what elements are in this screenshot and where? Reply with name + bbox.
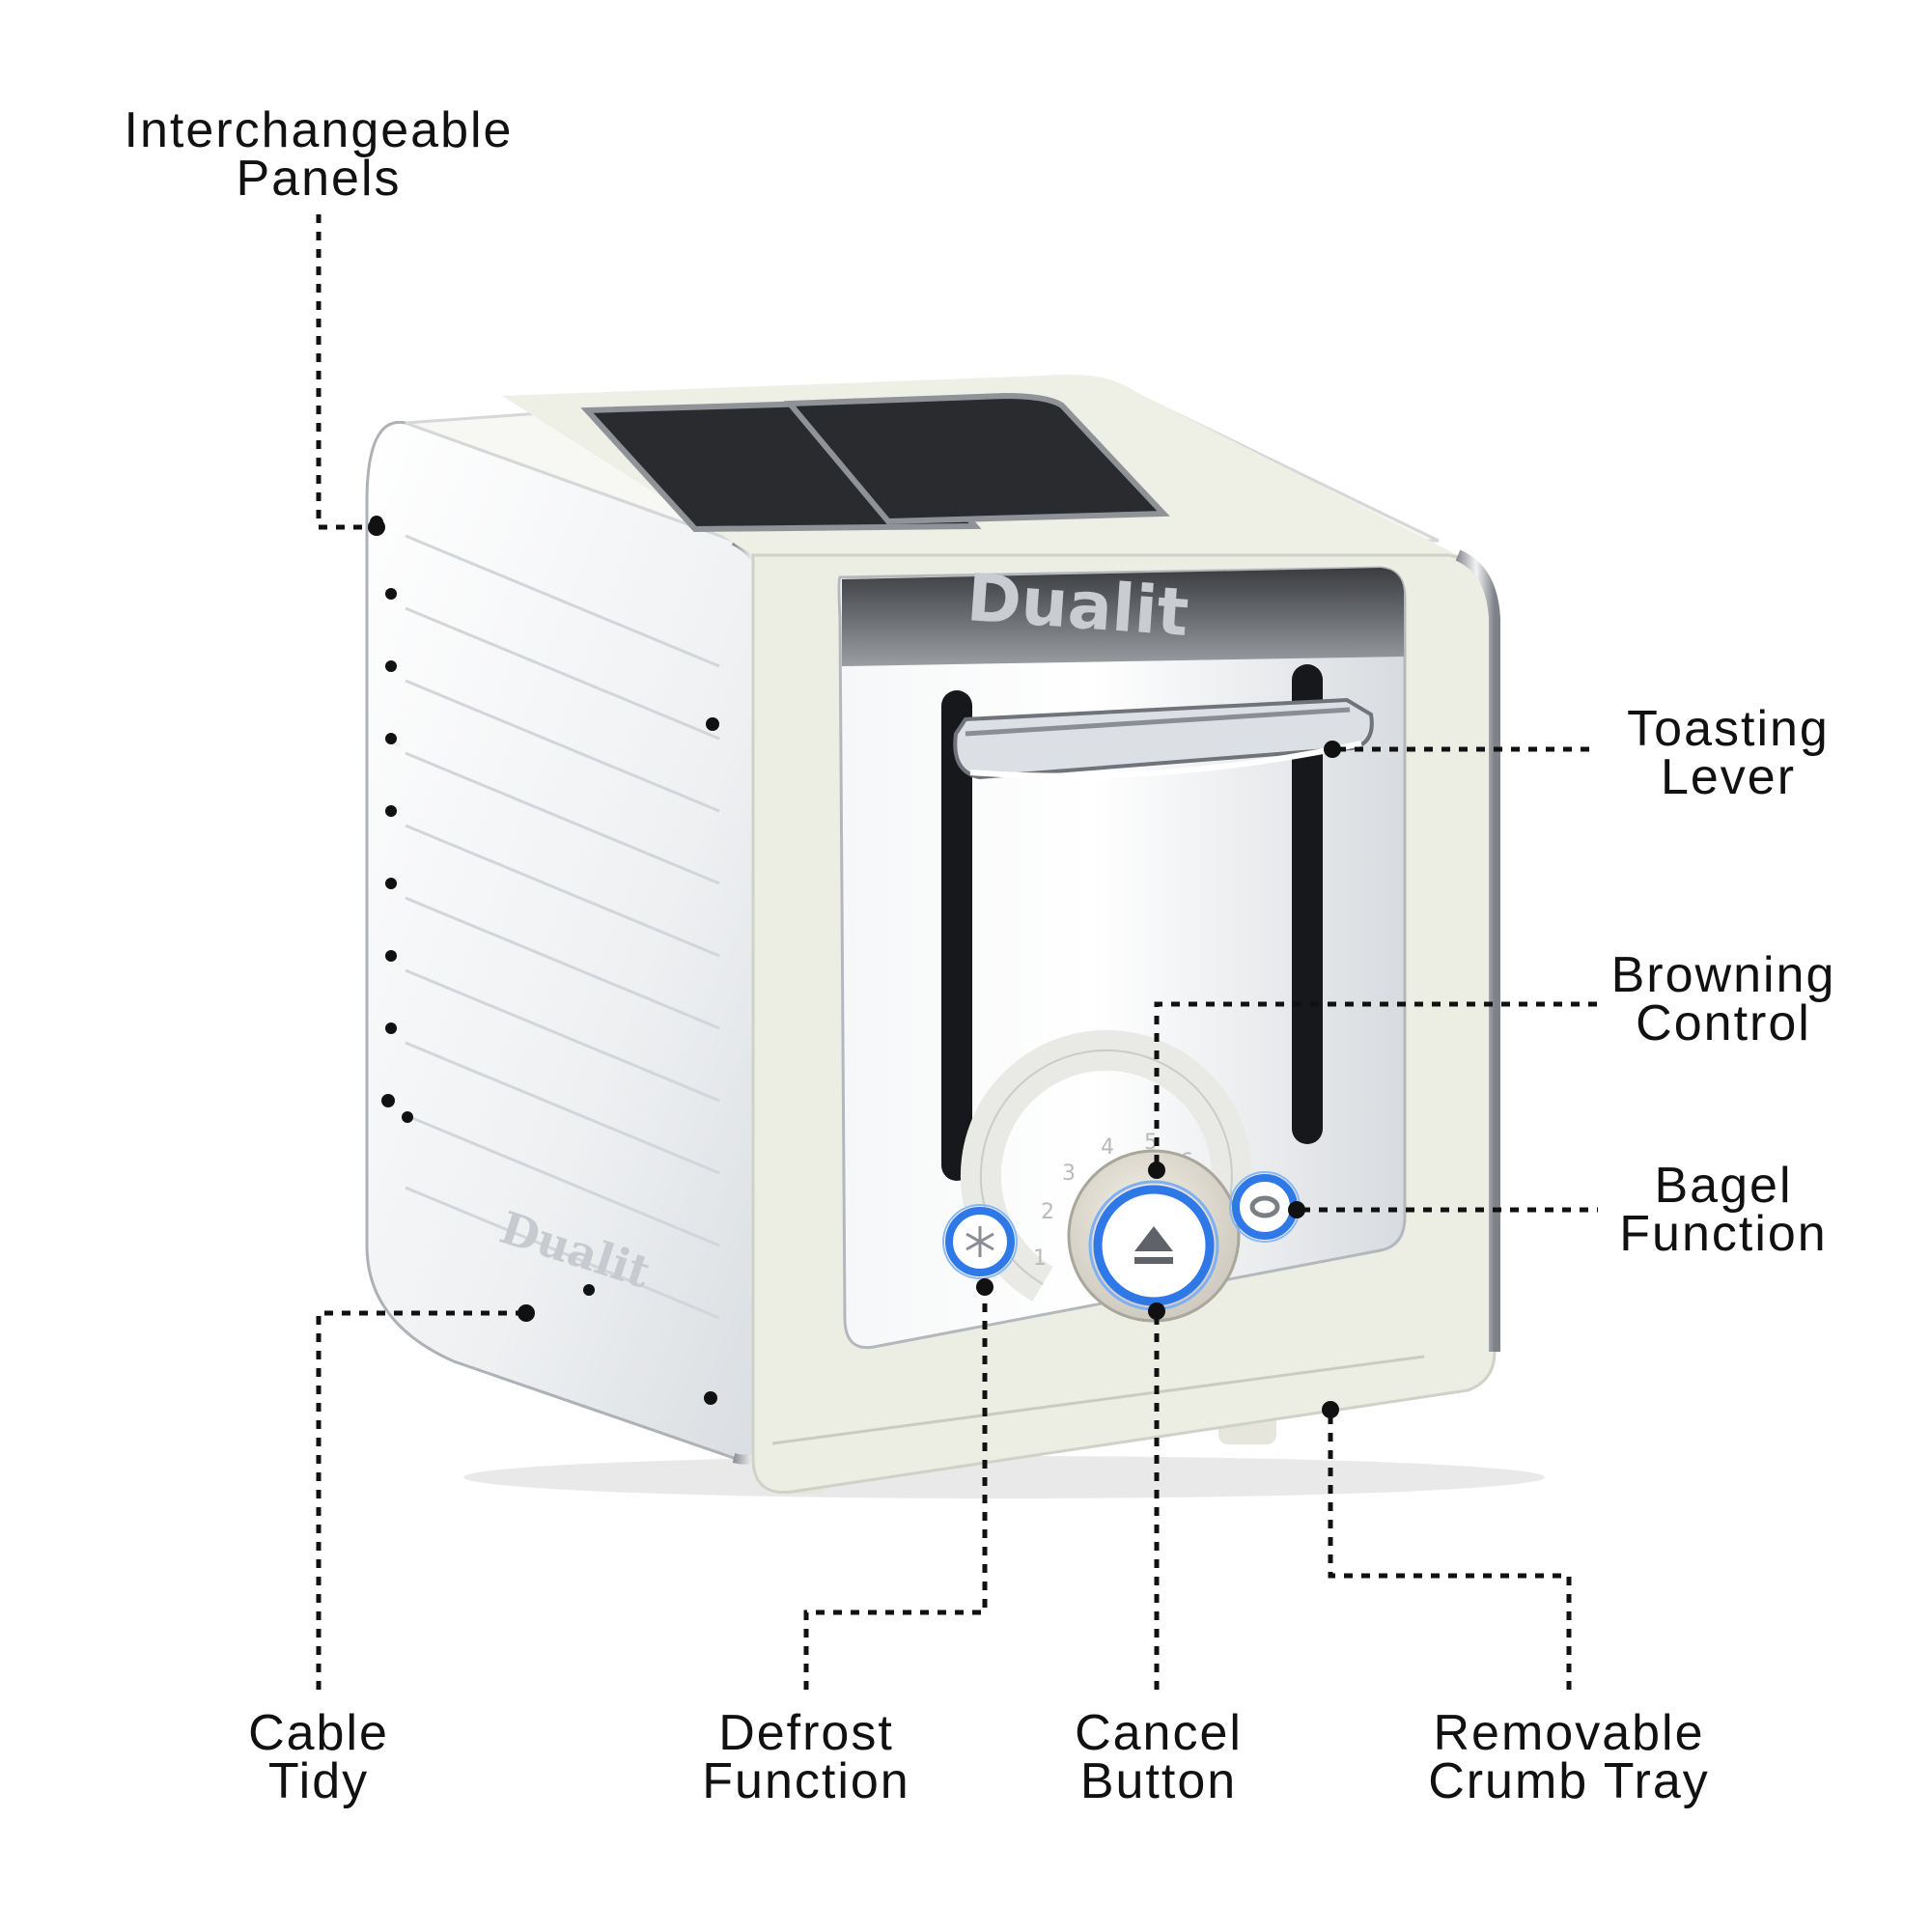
label-line: Interchangeable <box>124 102 514 158</box>
leader-crumb <box>1322 1401 1572 1690</box>
brand-logo: Dualit <box>965 560 1191 652</box>
label-line: Cancel <box>1075 1705 1243 1761</box>
leader-cable <box>316 1304 535 1690</box>
dial-number: 3 <box>1062 1162 1076 1186</box>
label-defrost-function: Defrost Function <box>666 1705 946 1809</box>
leader-panels <box>316 214 385 536</box>
label-cable-tidy: Cable Tidy <box>208 1705 430 1809</box>
eject-icon <box>1134 1226 1173 1264</box>
label-line: Browning <box>1610 947 1836 1003</box>
lever-slot-left <box>941 690 972 1181</box>
lever-slot-right <box>1292 664 1323 1144</box>
label-line: Control <box>1636 995 1811 1051</box>
crumb-tray <box>771 1355 1425 1445</box>
label-line: Bagel <box>1654 1158 1793 1214</box>
dial-number: 2 <box>1041 1200 1054 1224</box>
label-toasting-lever: Toasting Lever <box>1603 701 1854 805</box>
dial-number: 5 <box>1144 1131 1158 1155</box>
label-line: Lever <box>1660 749 1797 805</box>
label-bagel-function: Bagel Function <box>1598 1158 1849 1262</box>
label-line: Toasting <box>1627 701 1830 757</box>
dial-number: 4 <box>1101 1135 1114 1160</box>
leader-defrost <box>803 1278 993 1690</box>
toasting-lever[interactable] <box>953 697 1374 780</box>
label-line: Tidy <box>267 1753 370 1809</box>
cancel-button[interactable] <box>1088 1180 1219 1311</box>
label-line: Panels <box>236 151 402 207</box>
leader-cancel <box>1148 1302 1165 1690</box>
bagel-icon <box>1249 1195 1280 1218</box>
label-line: Crumb Tray <box>1428 1753 1710 1809</box>
leader-bagel <box>1288 1201 1598 1218</box>
label-line: Function <box>1619 1206 1828 1262</box>
leader-browning <box>1148 1001 1598 1179</box>
snowflake-icon <box>966 1226 994 1257</box>
label-line: Button <box>1079 1753 1238 1809</box>
leader-lever <box>1324 741 1598 758</box>
label-line: Function <box>702 1753 910 1809</box>
label-interchangeable-panels: Interchangeable Panels <box>97 102 541 207</box>
label-browning-control: Browning Control <box>1593 947 1854 1051</box>
label-cancel-button: Cancel Button <box>1033 1705 1284 1809</box>
bread-slot-right <box>783 392 1170 525</box>
label-line: Cable <box>248 1705 389 1761</box>
label-line: Removable <box>1433 1705 1705 1761</box>
side-panel <box>365 420 774 1461</box>
defrost-button[interactable] <box>942 1204 1018 1279</box>
label-removable-crumb-tray: Removable Crumb Tray <box>1405 1705 1733 1809</box>
dial-number: 1 <box>1033 1246 1047 1271</box>
label-line: Defrost <box>718 1705 894 1761</box>
